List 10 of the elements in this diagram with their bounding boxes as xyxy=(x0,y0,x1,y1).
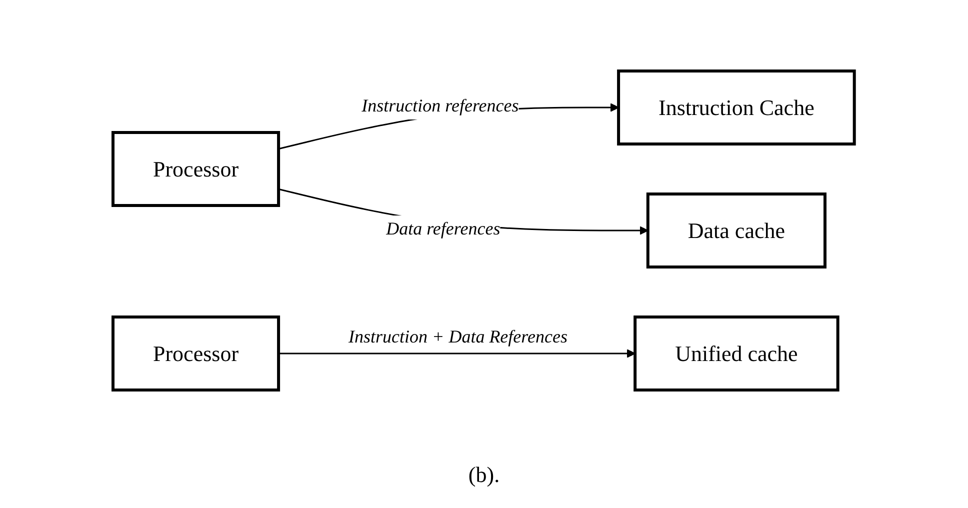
node-box: Processor xyxy=(112,130,280,206)
edge-label: Instruction + Data References xyxy=(348,326,568,346)
node-box: Unified cache xyxy=(634,315,840,391)
node-box: Instruction Cache xyxy=(617,69,856,145)
node-box: Data cache xyxy=(646,192,827,268)
edge-label: Data references xyxy=(386,218,501,238)
arrow xyxy=(278,348,636,358)
edge-label: Instruction references xyxy=(362,95,520,115)
node-box: Processor xyxy=(112,315,280,391)
caption: (b). xyxy=(468,462,500,488)
